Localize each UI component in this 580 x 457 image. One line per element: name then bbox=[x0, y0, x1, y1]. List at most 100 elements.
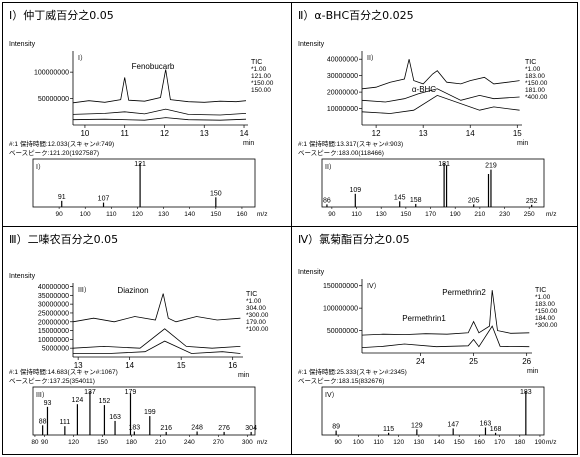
spectrum-peak-label: 163 bbox=[109, 414, 121, 421]
legend-channel: 179.00 bbox=[246, 319, 266, 326]
spectrum-x-axis-label: m/z bbox=[546, 211, 556, 218]
chromatogram-series-line bbox=[72, 293, 241, 323]
spectrum-header-line: #:1 保持時間:14.683(スキャン#:1067) bbox=[9, 367, 118, 376]
chromatogram-series-line bbox=[72, 69, 247, 104]
legend-channel: *100.00 bbox=[246, 326, 269, 333]
chromatogram-series-line bbox=[361, 88, 520, 103]
legend-channel: *400.00 bbox=[525, 94, 548, 101]
legend-channel: 304.00 bbox=[246, 305, 266, 312]
spectrum-x-tick-label: 150 bbox=[454, 439, 465, 446]
x-tick-label: 15 bbox=[177, 361, 186, 370]
x-tick-label: 26 bbox=[522, 357, 531, 366]
chromatogram-series-line bbox=[361, 59, 520, 90]
peak-label: Permethrin2 bbox=[442, 288, 486, 297]
legend-channel: *1.00 bbox=[525, 66, 541, 73]
spectrum-panel-label: III） bbox=[36, 391, 49, 399]
y-tick-label: 50000000 bbox=[38, 96, 69, 103]
spectrum-x-tick-label: 140 bbox=[434, 439, 445, 446]
spectrum-peak-label: 199 bbox=[144, 409, 156, 416]
spectrum-peak-label: 183 bbox=[520, 389, 532, 396]
y-tick-label: 5000000 bbox=[42, 346, 69, 353]
legend-channel: 183.00 bbox=[535, 301, 555, 308]
x-axis-label: min bbox=[243, 140, 254, 147]
peak-label: α-BHC bbox=[412, 85, 436, 94]
y-axis-label: Intensity bbox=[298, 41, 325, 48]
panel-title: Ⅳ）氯菊酯百分之0.05 bbox=[298, 233, 410, 246]
y-tick-label: 20000000 bbox=[327, 90, 358, 97]
spectrum-peak-label: 107 bbox=[98, 196, 110, 203]
x-axis-label: min bbox=[238, 372, 249, 379]
chromatogram-panel-label: IV） bbox=[367, 282, 381, 290]
y-axis-label: Intensity bbox=[298, 269, 325, 276]
spectrum-x-tick-label: 80 bbox=[31, 439, 39, 446]
y-tick-label: 10000000 bbox=[38, 337, 69, 344]
spectrum-x-tick-label: 170 bbox=[425, 211, 436, 218]
spectrum-peak-label: 276 bbox=[218, 425, 230, 432]
spectrum-x-tick-label: 270 bbox=[213, 439, 224, 446]
spectrum-x-tick-label: 250 bbox=[524, 211, 535, 218]
chromatogram-series-line bbox=[73, 340, 241, 354]
spectrum-peak-label: 115 bbox=[383, 426, 394, 433]
spectrum-peak-label: 91 bbox=[58, 194, 66, 201]
chromatogram-series-line bbox=[72, 328, 241, 349]
x-tick-label: 14 bbox=[125, 361, 134, 370]
x-axis-label: min bbox=[517, 140, 528, 147]
grid-divider-horizontal bbox=[3, 226, 577, 227]
spectrum-header-line: #:1 保持時間:13.317(スキャン#:903) bbox=[298, 139, 403, 148]
y-axis-label: Intensity bbox=[9, 41, 36, 48]
spectrum-x-axis-label: m/z bbox=[257, 439, 267, 446]
spectrum-x-tick-label: 180 bbox=[514, 439, 525, 446]
x-tick-label: 16 bbox=[228, 361, 237, 370]
chromatogram-panel-label: I） bbox=[78, 54, 87, 62]
spectrum-peak-label: 248 bbox=[191, 424, 203, 431]
spectrum-peak-label: 179 bbox=[125, 389, 137, 396]
spectrum-peak-label: 129 bbox=[411, 422, 423, 429]
spectrum-peak-label: 124 bbox=[72, 397, 84, 404]
legend-channel: 121.00 bbox=[251, 73, 271, 80]
spectrum-x-tick-label: 240 bbox=[184, 439, 195, 446]
spectrum-x-tick-label: 160 bbox=[474, 439, 485, 446]
y-tick-label: 20000000 bbox=[38, 319, 69, 326]
spectrum-x-tick-label: 110 bbox=[106, 211, 117, 218]
spectrum-panel-label: IV） bbox=[325, 391, 339, 399]
legend-channel: 181.00 bbox=[525, 87, 545, 94]
spectrum-header-line: ベースピーク:183.15(832676) bbox=[298, 377, 384, 385]
peak-label: Diazinon bbox=[117, 286, 148, 295]
spectrum-peak-label: 109 bbox=[349, 187, 361, 194]
y-tick-label: 100000000 bbox=[34, 70, 69, 77]
spectrum-frame bbox=[32, 158, 256, 208]
spectrum-x-tick-label: 90 bbox=[335, 439, 343, 446]
spectrum-x-tick-label: 130 bbox=[413, 439, 424, 446]
spectrum-x-tick-label: 110 bbox=[351, 211, 362, 218]
spectrum-header-line: ベースピーク:183.00(118466) bbox=[298, 149, 384, 157]
chromatogram-series-line bbox=[72, 117, 247, 121]
spectrum-x-tick-label: 170 bbox=[494, 439, 505, 446]
x-tick-label: 11 bbox=[121, 129, 130, 138]
spectrum-x-tick-label: 160 bbox=[237, 211, 248, 218]
spectrum-peak-label: 150 bbox=[210, 190, 222, 197]
spectrum-x-tick-label: 110 bbox=[373, 439, 384, 446]
spectrum-x-tick-label: 150 bbox=[210, 211, 221, 218]
spectrum-peak-label: 111 bbox=[60, 419, 71, 426]
legend-channel: *300.00 bbox=[535, 322, 558, 329]
legend-channel: 184.00 bbox=[535, 315, 555, 322]
spectrum-peak-label: 252 bbox=[526, 198, 538, 205]
spectrum-x-tick-label: 300 bbox=[242, 439, 253, 446]
peak-label: Permethrin1 bbox=[402, 314, 446, 323]
x-tick-label: 24 bbox=[416, 357, 425, 366]
spectrum-panel-label: II） bbox=[325, 163, 336, 171]
x-tick-label: 12 bbox=[372, 129, 381, 138]
spectrum-x-tick-label: 100 bbox=[80, 211, 91, 218]
spectrum-peak-label: 152 bbox=[99, 398, 111, 405]
spectrum-header-line: ベースピーク:121.20(1927587) bbox=[9, 149, 99, 157]
spectrum-x-tick-label: 180 bbox=[126, 439, 137, 446]
y-tick-label: 25000000 bbox=[38, 310, 69, 317]
spectrum-x-tick-label: 210 bbox=[474, 211, 485, 218]
spectrum-peak-label: 137 bbox=[84, 389, 96, 396]
chromatogram-series-line bbox=[72, 108, 247, 116]
